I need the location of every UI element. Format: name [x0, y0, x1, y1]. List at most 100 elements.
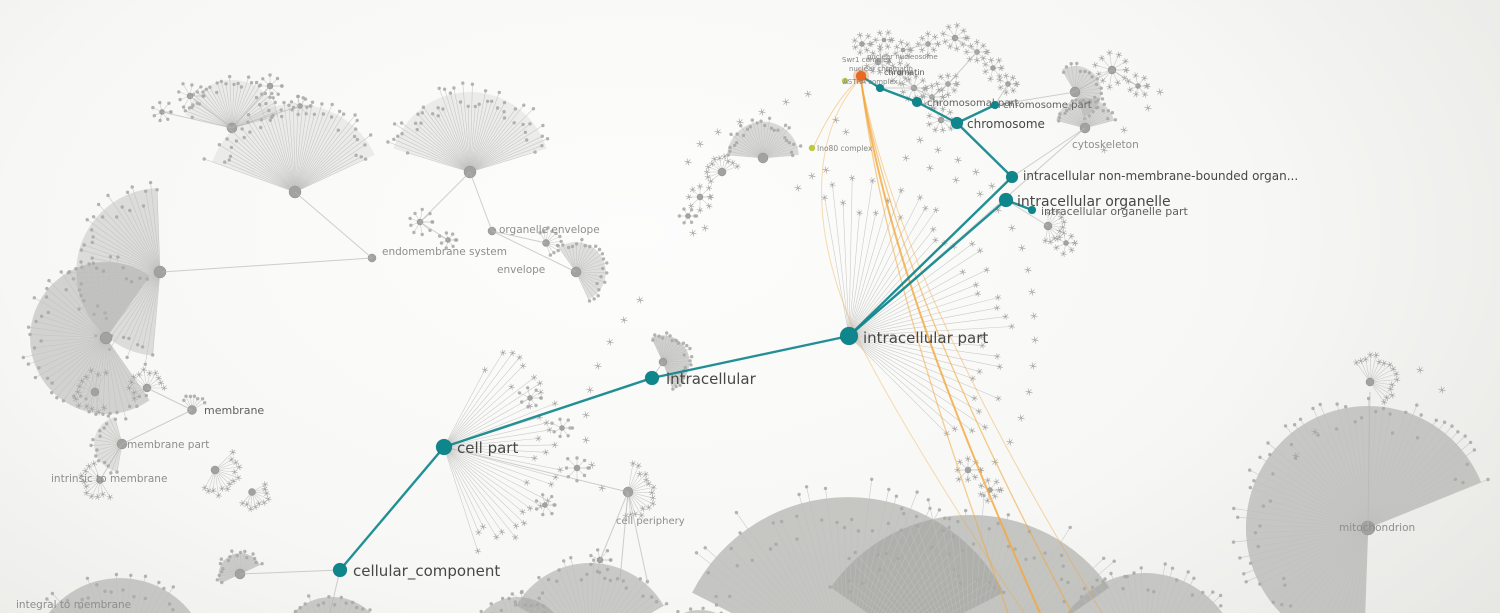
leaf-flower-mark: [866, 40, 874, 48]
cluster-node[interactable]: [757, 152, 769, 164]
label-membrane: membrane: [204, 404, 264, 417]
go-term-cluster: [1231, 396, 1490, 613]
go-term-cluster: [517, 386, 543, 409]
leaf-flower-mark: [475, 529, 482, 536]
graph-edge: [329, 569, 341, 613]
leaf-flower-mark: [261, 486, 268, 493]
label-envelope: envelope: [497, 264, 545, 276]
graph-edge: [491, 230, 577, 273]
node-nucleosome-complex[interactable]: [855, 70, 867, 82]
leaf-flower-mark: [888, 69, 896, 77]
leaf-flower-mark: [892, 50, 899, 57]
node-intracellular[interactable]: [644, 370, 660, 386]
leaf-flower-mark: [975, 408, 983, 415]
go-term-cluster: [550, 417, 575, 439]
cluster-node[interactable]: [990, 65, 996, 71]
leaf-flower-mark: [1373, 351, 1380, 359]
cluster-node[interactable]: [1365, 377, 1375, 387]
label-chromosome: chromosome: [967, 117, 1045, 131]
leaf-flower-mark: [1389, 392, 1396, 399]
node-ino80-complex[interactable]: [808, 144, 816, 152]
leaf-flower-mark: [1141, 91, 1149, 98]
leaf-flower-mark: [512, 522, 520, 530]
node-intracellular-organelle-part[interactable]: [1027, 205, 1037, 215]
cluster-node[interactable]: [859, 41, 865, 47]
leaf-flower-mark: [130, 389, 138, 396]
leaf-flower-mark: [982, 68, 989, 75]
leaf-flower-mark: [1002, 89, 1010, 96]
go-term-cluster: [78, 460, 114, 501]
leaf-flower-mark: [74, 388, 82, 396]
cluster-node[interactable]: [90, 387, 100, 397]
node-intracellular-part[interactable]: [839, 326, 859, 346]
node-astra-complex[interactable]: [841, 77, 849, 85]
cluster-node[interactable]: [881, 37, 887, 43]
leaf-flower-mark: [88, 405, 96, 413]
go-term-cluster: [1057, 95, 1118, 134]
leaf-flower-mark: [959, 41, 966, 48]
leaf-flower-mark: [1029, 362, 1037, 370]
leaf-flower-mark: [78, 472, 85, 479]
go-term-cluster: [538, 226, 563, 257]
leaf-flower-mark: [944, 91, 952, 98]
leaf-flower-mark: [997, 84, 1004, 91]
leaf-flower-mark: [1030, 312, 1038, 320]
leaf-flower-mark: [808, 172, 816, 180]
cluster-node[interactable]: [248, 488, 256, 496]
cluster-node[interactable]: [964, 466, 972, 474]
leaf-flower-mark: [926, 121, 933, 128]
node-chromosome-part[interactable]: [990, 100, 1000, 110]
node-cellular-component[interactable]: [332, 562, 348, 578]
node-chromosomal-part[interactable]: [911, 96, 923, 108]
leaf-flower-mark: [952, 176, 960, 184]
node-intracellular-organelle[interactable]: [998, 192, 1014, 208]
leaf-flower-mark: [218, 485, 226, 492]
node-chromosome[interactable]: [950, 116, 964, 130]
leaf-flower-mark: [849, 174, 856, 182]
leaf-flower-mark: [960, 27, 967, 34]
leaf-flower-mark: [872, 36, 879, 44]
graph-edge: [994, 83, 1009, 106]
leaf-flower-mark: [642, 471, 649, 478]
leaf-flower-mark: [263, 490, 270, 497]
cluster-node[interactable]: [1063, 240, 1069, 246]
leaf-flower-mark: [1393, 370, 1400, 378]
go-term-cluster: [622, 460, 657, 520]
leaf-flower-mark: [924, 30, 932, 37]
cluster-node[interactable]: [559, 425, 565, 431]
cluster-node[interactable]: [685, 213, 691, 219]
go-term-cluster: [151, 100, 173, 123]
leaf-flower-mark: [493, 533, 500, 541]
leaf-flower-mark: [543, 419, 550, 426]
cluster-node[interactable]: [717, 167, 727, 177]
graph-edge: [419, 171, 471, 223]
leaf-flower-mark: [954, 80, 961, 88]
leaf-flower-mark: [934, 99, 941, 106]
leaf-flower-mark: [546, 426, 553, 434]
cluster-node[interactable]: [99, 331, 113, 345]
leaf-flower-mark: [136, 371, 143, 378]
leaf-flower-mark: [215, 492, 222, 499]
cluster-node[interactable]: [542, 502, 548, 508]
leaf-flower-mark: [551, 400, 559, 407]
leaf-flower-mark: [90, 460, 98, 467]
node-cell-part[interactable]: [435, 438, 453, 456]
leaf-flower-mark: [243, 501, 251, 508]
leaf-flower-mark: [898, 187, 905, 194]
cluster-node[interactable]: [696, 193, 704, 201]
cluster-node[interactable]: [527, 395, 533, 401]
go-term-cluster: [694, 477, 1006, 613]
node-top-hub[interactable]: [875, 83, 885, 93]
leaf-flower-mark: [982, 61, 989, 68]
leaf-flower-mark: [729, 159, 736, 167]
cluster-node[interactable]: [573, 464, 581, 472]
leaf-flower-mark: [972, 168, 980, 176]
node-non-membrane-bounded-organelle[interactable]: [1005, 170, 1019, 184]
go-term-cluster: [940, 22, 971, 52]
leaf-flower-mark: [635, 462, 642, 469]
leaf-flower-mark: [940, 30, 947, 37]
cluster-node[interactable]: [210, 465, 220, 475]
leaf-flower-mark: [582, 436, 590, 444]
